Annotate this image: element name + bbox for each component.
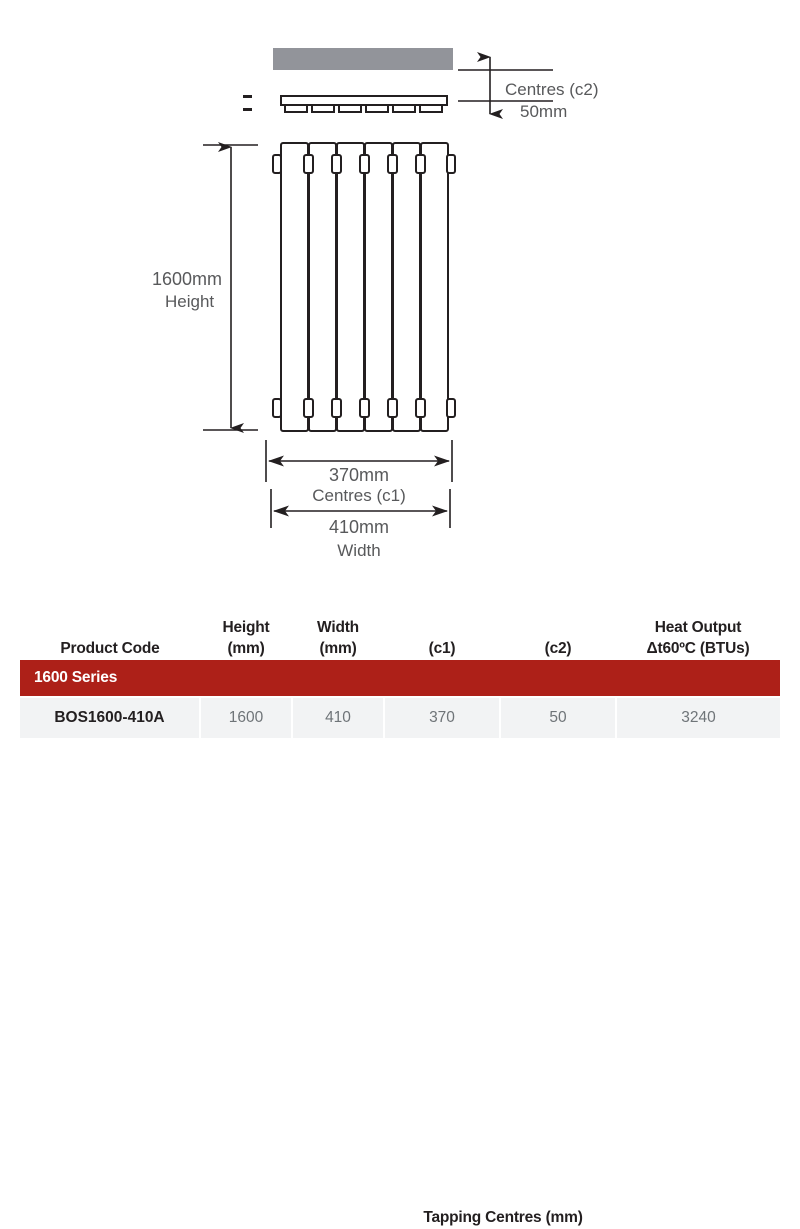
series-label: 1600 Series — [20, 660, 780, 697]
header-heat-output: Heat Output Δt60ºC (BTUs) — [616, 596, 780, 660]
cell-btus: 3240 — [615, 696, 780, 738]
header-tapping-c1-label: (c1) — [428, 640, 456, 658]
header-height-l1: Height — [222, 619, 270, 637]
width-word-label: Width — [337, 541, 380, 560]
cell-product-code: BOS1600-410A — [20, 696, 201, 738]
width-value-label: 410mm — [329, 517, 389, 537]
tapping-370-label: 370mm — [329, 465, 389, 485]
cell-c2: 50 — [499, 696, 617, 738]
height-value: 1600mm — [152, 269, 222, 289]
header-height: Height (mm) — [200, 596, 292, 660]
header-product-code-label: Product Code — [60, 640, 160, 658]
series-band-row: 1600 Series — [20, 660, 780, 697]
header-tapping-c2-label: (c2) — [544, 640, 572, 658]
header-width: Width (mm) — [292, 596, 384, 660]
header-heat-l1: Heat Output — [654, 619, 742, 637]
cell-width: 410 — [291, 696, 385, 738]
centres-c2-line2: 50mm — [520, 102, 567, 121]
height-word: Height — [165, 292, 214, 311]
header-product-code: Product Code — [20, 596, 200, 660]
radiator-plan-profile — [280, 95, 448, 113]
centres-c2-line1: Centres (c2) — [505, 80, 599, 99]
cell-height: 1600 — [199, 696, 293, 738]
radiator-top-connectors — [272, 154, 456, 174]
radiator-bottom-connectors — [272, 398, 456, 418]
centres-c1-label: Centres (c1) — [312, 486, 406, 505]
technical-drawing-page: Centres (c2) 50mm — [0, 48, 800, 1226]
spec-table-container: Product Code Height (mm) Width (mm) Tapp… — [0, 596, 800, 1226]
table-header-row: Product Code Height (mm) Width (mm) Tapp… — [20, 596, 780, 1226]
radiator-diagram: Centres (c2) 50mm — [152, 48, 599, 560]
table-row: BOS1600-410A 1600 410 370 50 3240 — [20, 696, 780, 738]
header-height-l2: (mm) — [227, 640, 265, 658]
radiator-front-view — [280, 142, 449, 432]
header-heat-l2: Δt60ºC (BTUs) — [646, 640, 750, 658]
label-height: 1600mm Height — [152, 269, 222, 311]
bracket-marks-icon — [243, 95, 252, 111]
header-tapping-title: Tapping Centres (mm) — [423, 1209, 583, 1226]
wall-bar-top-view — [273, 48, 453, 70]
dimension-tapping-centres-c1 — [265, 440, 453, 482]
dimension-width — [270, 489, 451, 528]
cell-c1: 370 — [383, 696, 501, 738]
header-width-l2: (mm) — [319, 640, 357, 658]
label-centres-c2: Centres (c2) 50mm — [505, 80, 599, 121]
header-tapping-c2: (c2) — [500, 596, 616, 660]
header-tapping-c1: Tapping Centres (mm) (c1) — [384, 596, 583, 1226]
dimension-height — [203, 142, 258, 433]
header-width-l1: Width — [317, 619, 359, 637]
spec-table: Product Code Height (mm) Width (mm) Tapp… — [20, 596, 780, 1226]
dimension-centres-c2 — [458, 52, 553, 119]
